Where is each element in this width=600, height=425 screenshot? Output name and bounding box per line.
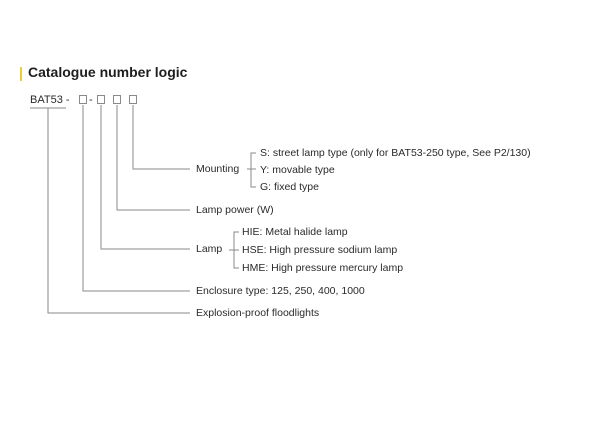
line-product [47,108,190,314]
mounting-option-s: S: street lamp type (only for BAT53-250 … [260,147,531,159]
code-slot-lamp [97,95,105,104]
page-title: Catalogue number logic [28,64,188,80]
enclosure-label: Enclosure type: 125, 250, 400, 1000 [196,285,365,297]
line-enclosure [82,105,190,292]
line-mounting [132,105,190,170]
code-dash: - [89,94,93,106]
code-slot-mounting [129,95,137,104]
line-power [116,105,190,211]
lamp-option-hme: HME: High pressure mercury lamp [242,262,404,274]
code-slot-enclosure [79,95,87,104]
mounting-option-y: Y: movable type [260,164,335,176]
code-prefix: BAT53 - [30,94,70,106]
title-accent-bar [20,67,22,81]
lamp-label: Lamp [196,243,223,255]
mounting-option-g: G: fixed type [260,181,319,193]
bracket-mounting [250,152,256,188]
lamp-power-label: Lamp power (W) [196,204,274,216]
mounting-label: Mounting [196,163,240,175]
line-lamp [100,105,190,250]
lamp-option-hse: HSE: High pressure sodium lamp [242,244,398,256]
lamp-option-hie: HIE: Metal halide lamp [242,226,348,238]
code-slot-power [113,95,121,104]
product-label: Explosion-proof floodlights [196,307,320,319]
